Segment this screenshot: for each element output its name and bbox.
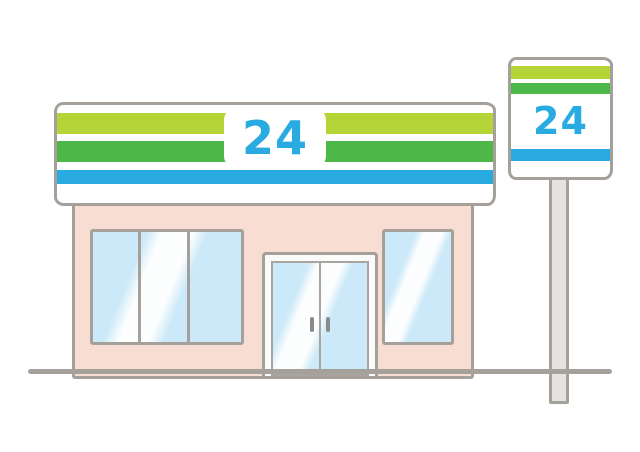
ground-line [28, 369, 612, 374]
fascia-24-badge: 24 [224, 108, 326, 168]
pole-sign-24-badge: 24 [511, 96, 610, 146]
door-handle-left [310, 317, 314, 332]
pole-sign-24-text: 24 [533, 99, 588, 143]
window-mullion [138, 232, 141, 342]
door-glass [271, 261, 369, 376]
pole-sign: 24 [508, 57, 613, 180]
left-window [90, 229, 244, 345]
entrance-door [262, 252, 378, 379]
door-center-split [319, 263, 321, 374]
door-handle-right [326, 317, 330, 332]
fascia-24-text: 24 [241, 111, 308, 165]
fascia-blue-stripe [57, 170, 493, 184]
window-mullion [187, 232, 190, 342]
pole-sign-light-green-stripe [511, 66, 610, 79]
pole-sign-blue-stripe [511, 149, 610, 161]
store-fascia-sign: 24 [54, 102, 496, 206]
pole-sign-green-stripe [511, 83, 610, 94]
right-window [382, 229, 454, 345]
